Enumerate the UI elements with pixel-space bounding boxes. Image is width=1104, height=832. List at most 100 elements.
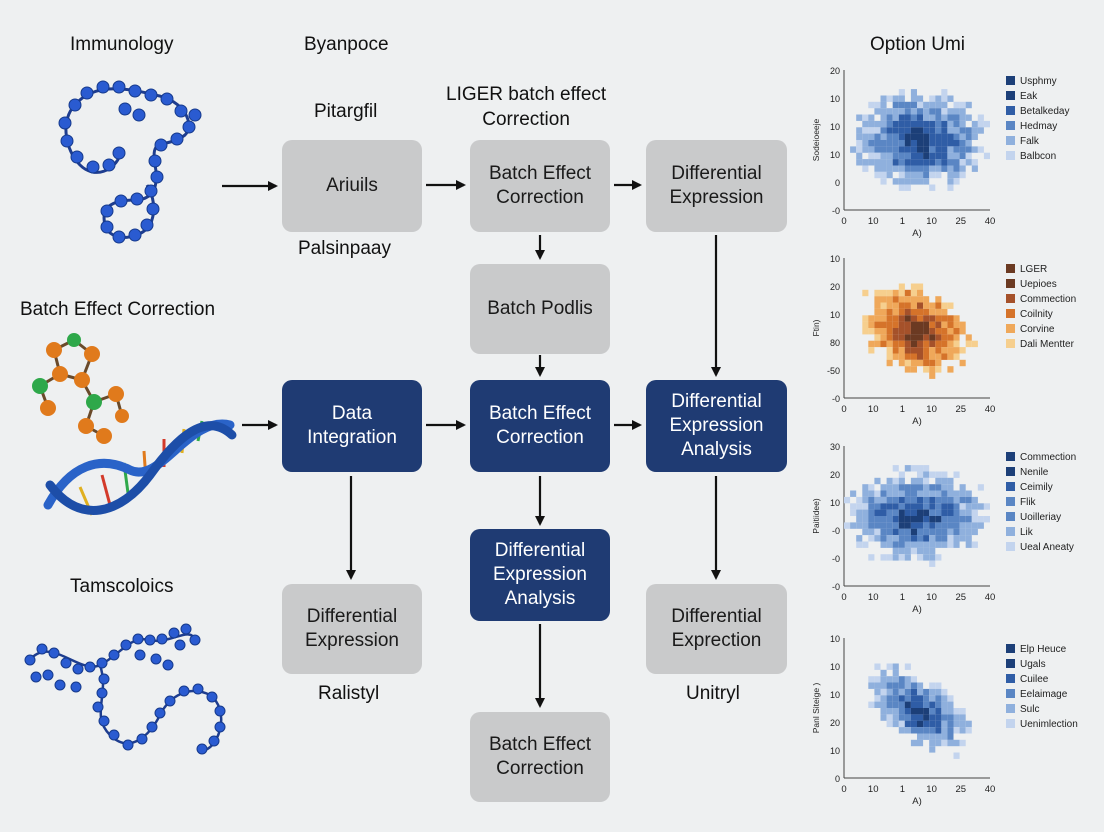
heatmap-cell: [880, 140, 887, 147]
heatmap-cell: [953, 321, 960, 328]
heatmap-cell: [935, 477, 942, 485]
heatmap-cell: [898, 108, 905, 115]
heatmap-cell: [947, 95, 954, 102]
heatmap-cell: [947, 695, 954, 702]
legend-label: Coilnity: [1020, 309, 1053, 320]
heatmap-cell: [941, 328, 948, 335]
box-differential-expression-1: Differential Expression: [646, 140, 787, 232]
heatmap-cell: [850, 503, 857, 510]
heatmap-cell: [923, 347, 930, 354]
heatmap-cell: [910, 695, 917, 702]
heatmap-cell: [898, 101, 905, 109]
legend-swatch: [1006, 106, 1015, 115]
heatmap-cell: [929, 334, 936, 341]
heatmap-cell: [923, 334, 930, 341]
label-liger-header: LIGER batch effect Correction: [446, 84, 607, 130]
heatmap-cell: [935, 554, 942, 561]
heatmap-cell: [935, 727, 942, 734]
heatmap-cell: [880, 302, 887, 309]
box-differential-expression-analysis-2: Differential Expression Analysis: [470, 529, 610, 621]
x-tick-label: 25: [956, 784, 967, 795]
heatmap-cell: [880, 669, 887, 677]
heatmap-cell: [880, 484, 887, 491]
heatmap-cell: [941, 302, 948, 309]
legend-swatch: [1006, 674, 1015, 683]
heatmap-cell: [923, 484, 930, 491]
label-byanpoce: Byanpoce: [304, 34, 389, 55]
heatmap-cell: [917, 353, 924, 360]
heatmap-cell: [910, 535, 917, 542]
heatmap-cell: [935, 682, 942, 689]
heatmap-cell: [910, 140, 917, 147]
heatmap-cell: [862, 541, 869, 548]
heatmap-cell: [880, 682, 887, 689]
heatmap-cell: [953, 522, 960, 529]
heatmap-cell: [923, 503, 930, 510]
heatmap-cell: [880, 120, 887, 128]
heatmap-cell: [947, 114, 954, 121]
heatmap-cell: [917, 101, 924, 109]
heatmap-cell: [904, 465, 911, 472]
heatmap-cell: [923, 688, 930, 696]
heatmap-cell: [886, 477, 893, 485]
heatmap-cell: [898, 283, 905, 290]
heatmap-cell: [947, 328, 954, 335]
heatmap-cell: [910, 682, 917, 689]
heatmap-cell: [904, 296, 911, 303]
heatmap-cell: [929, 340, 936, 348]
legend-label: Hedmay: [1020, 121, 1057, 132]
heatmap-cell: [935, 101, 942, 109]
heatmap-cell: [947, 503, 954, 510]
heatmap-cell: [941, 695, 948, 702]
legend-label: Balbcon: [1020, 151, 1056, 162]
heatmap-cell: [862, 120, 869, 128]
legend-swatch: [1006, 294, 1015, 303]
heatmap-cell: [929, 171, 936, 179]
heatmap-cell: [941, 477, 948, 485]
heatmap-cell: [898, 296, 905, 303]
heatmap-cell: [983, 120, 990, 128]
heatmap-cell: [929, 308, 936, 316]
heatmap-cell: [898, 140, 905, 147]
heatmap-cell: [862, 315, 869, 322]
heatmap-cell: [910, 340, 917, 348]
heatmap-cell: [868, 496, 875, 504]
heatmap-cell: [886, 152, 893, 160]
heatmap-cell: [935, 347, 942, 354]
heatmap-cell: [947, 522, 954, 529]
heatmap-cell: [953, 509, 960, 516]
heatmap-cell: [910, 516, 917, 523]
heatmap-cell: [947, 528, 954, 536]
x-tick-label: 1: [900, 216, 905, 227]
heatmap-cell: [965, 133, 972, 140]
legend-label: Sulc: [1020, 704, 1039, 715]
heatmap-cell: [929, 152, 936, 160]
heatmap-cell: [947, 152, 954, 160]
heatmap-cell: [947, 733, 954, 740]
heatmap-cell: [886, 353, 893, 360]
heatmap-cell: [959, 720, 966, 728]
heatmap-cell: [947, 165, 954, 172]
heatmap-cell: [929, 133, 936, 140]
legend-swatch: [1006, 264, 1015, 273]
heatmap-cell: [898, 353, 905, 360]
heatmap-cell: [953, 535, 960, 542]
heatmap-cell: [910, 95, 917, 102]
heatmap-cell: [935, 490, 942, 497]
y-tick-label: -0: [832, 394, 840, 404]
heatmap-cell: [880, 296, 887, 303]
box-differential-expression-analysis-1: Differential Expression Analysis: [646, 380, 787, 472]
heatmap-cell: [971, 541, 978, 548]
heatmap-cell: [892, 541, 899, 548]
heatmap-cell: [892, 535, 899, 542]
y-tick-label: 10: [830, 150, 840, 160]
heatmap-cell: [917, 127, 924, 134]
heatmap-cell: [923, 353, 930, 360]
heatmap-cell: [904, 159, 911, 166]
heatmap-cell: [880, 714, 887, 721]
heatmap-cell: [904, 133, 911, 140]
legend-swatch: [1006, 659, 1015, 668]
heatmap-cell: [935, 714, 942, 721]
heatmap-cell: [977, 522, 984, 529]
